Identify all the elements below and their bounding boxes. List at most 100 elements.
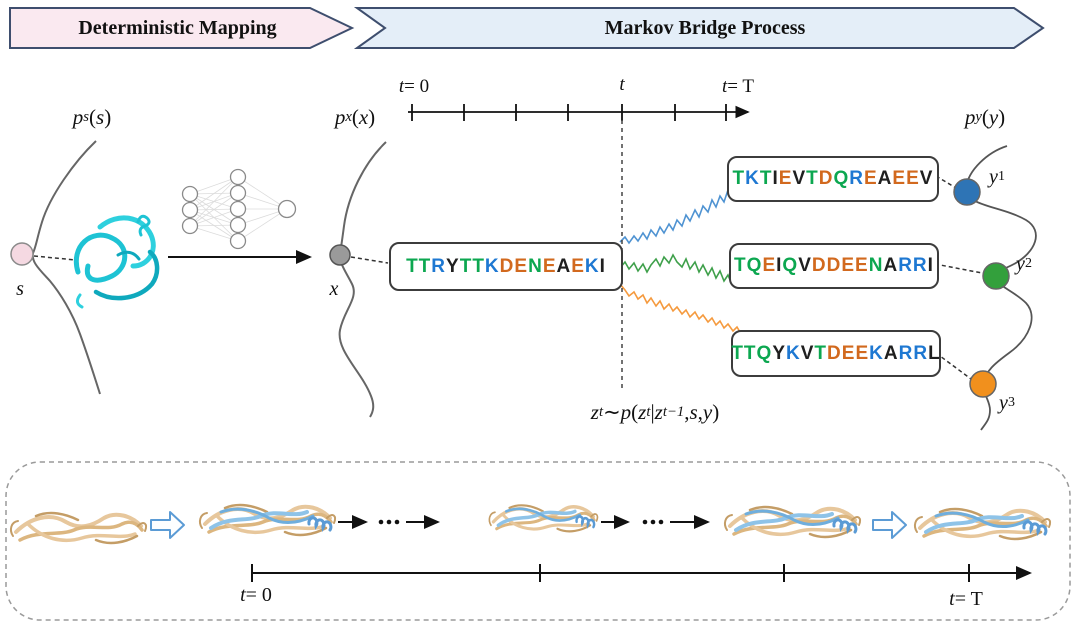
blue-block-arrow-2 — [872, 511, 907, 539]
residue-letter: K — [484, 255, 500, 277]
residue-letter: T — [459, 255, 473, 277]
residue-letter: T — [743, 342, 757, 364]
residue-letter: R — [898, 342, 914, 364]
residue-letter: E — [571, 255, 585, 277]
residue-letter: K — [786, 342, 801, 364]
residue-letter: T — [472, 255, 485, 277]
trajectory-blue — [619, 187, 734, 245]
bottom-protein-3 — [487, 503, 600, 534]
top-timeline-t-label: t — [619, 74, 625, 95]
residue-letter: I — [776, 255, 783, 276]
residue-letter: T — [732, 168, 746, 189]
bottom-protein-2 — [197, 503, 338, 537]
residue-letter: D — [818, 168, 834, 189]
px-distribution-curve — [338, 141, 387, 418]
residue-letter: D — [811, 255, 827, 276]
banner-deterministic-mapping-shape — [9, 7, 355, 49]
residue-letter: Y — [772, 342, 786, 364]
residue-letter: Q — [746, 255, 763, 276]
residue-letter: Q — [833, 168, 850, 189]
residue-letter: R — [431, 255, 447, 277]
bottom-timeline-tT-label: t = T — [949, 587, 983, 610]
top-timeline — [408, 104, 750, 121]
residue-letter: E — [892, 168, 907, 189]
x-to-box-connector — [350, 256, 389, 264]
y3-sample-point — [969, 370, 997, 398]
residue-letter: A — [883, 342, 899, 364]
residue-letter: E — [542, 255, 557, 277]
bottom-panel-border — [5, 461, 1071, 621]
residue-letter: E — [778, 168, 793, 189]
residue-letter: K — [584, 255, 600, 277]
residue-letter: R — [913, 342, 929, 364]
step-arrows-1 — [338, 515, 440, 529]
residue-letter: A — [883, 255, 899, 276]
residue-letter: D — [499, 255, 515, 277]
residue-letter: Y — [446, 255, 460, 277]
residue-letter: T — [806, 168, 819, 189]
structure-icon-cyan-protein — [73, 214, 160, 309]
residue-letter: D — [827, 342, 842, 364]
residue-letter: R — [898, 255, 913, 276]
residue-letter: Q — [782, 255, 799, 276]
residue-letter: E — [841, 342, 856, 364]
residue-letter: V — [798, 255, 812, 276]
residue-letter: V — [919, 168, 934, 189]
residue-letter: A — [556, 255, 572, 277]
residue-letter: E — [855, 342, 870, 364]
residue-letter: N — [868, 255, 884, 276]
residue-letter: T — [734, 255, 747, 276]
residue-letter: L — [928, 342, 941, 364]
banner-markov-bridge-label: Markov Bridge Process — [604, 16, 806, 39]
residue-letter: D — [826, 255, 842, 276]
residue-letter: T — [759, 168, 773, 189]
bottom-protein-4 — [722, 505, 863, 539]
bottom-timeline-t0-label: t = 0 — [240, 583, 272, 606]
residue-letter: E — [841, 255, 856, 276]
residue-letter: N — [528, 255, 543, 277]
residue-letter: I — [599, 255, 606, 277]
residue-letter: T — [731, 342, 744, 364]
residue-letter: E — [762, 255, 777, 276]
residue-letter: E — [906, 168, 920, 189]
residue-letter: I — [772, 168, 779, 189]
residue-letter: T — [418, 255, 432, 277]
trajectory-orange — [619, 283, 741, 333]
residue-letter: Q — [756, 342, 773, 364]
bottom-protein-5 — [912, 507, 1053, 541]
ps-distribution-curve — [31, 140, 101, 395]
banner-deterministic-mapping-label: Deterministic Mapping — [78, 16, 277, 39]
x-sample-point — [329, 244, 351, 266]
residue-letter: R — [912, 255, 928, 276]
blue-block-arrow-1 — [150, 511, 185, 539]
residue-letter: V — [800, 342, 815, 364]
residue-letter: E — [855, 255, 869, 276]
banner-markov-bridge-shape — [353, 7, 1045, 49]
s-sample-point — [10, 242, 34, 266]
top-timeline-t0-label: t = 0 — [398, 76, 430, 97]
residue-letter: T — [406, 255, 419, 277]
residue-letter: K — [745, 168, 760, 189]
residue-letter: I — [927, 255, 934, 276]
s-label: s — [16, 277, 24, 300]
trajectory-green — [619, 253, 731, 283]
bottom-timeline — [251, 564, 1032, 582]
residue-letter: V — [792, 168, 807, 189]
s-to-structure-connector — [33, 255, 77, 261]
top-timeline-tT-label: t = T — [721, 76, 754, 97]
residue-letter: E — [863, 168, 878, 189]
residue-letter: A — [877, 168, 893, 189]
